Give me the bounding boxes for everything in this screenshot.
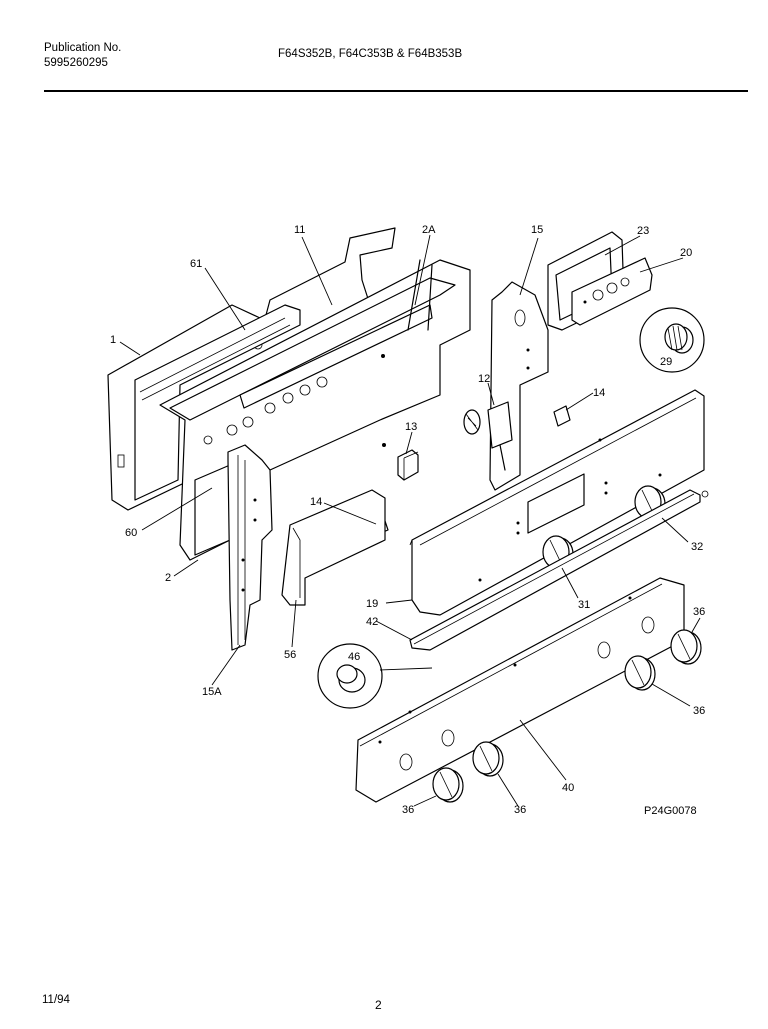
part-burner-knob-a bbox=[432, 767, 464, 803]
callout-46: 46 bbox=[348, 651, 360, 663]
part-harness-12 bbox=[463, 401, 513, 471]
callout-56: 56 bbox=[284, 649, 296, 661]
callout-13: 13 bbox=[405, 421, 417, 433]
callout-42: 42 bbox=[366, 616, 378, 628]
callout-61: 61 bbox=[190, 258, 202, 270]
callout-36-a: 36 bbox=[693, 606, 705, 618]
callout-12: 12 bbox=[478, 373, 490, 385]
diagram-code: P24G0078 bbox=[644, 805, 697, 817]
callout-labels: 1 61 11 2A 15 23 20 29 12 14 13 60 2 14 … bbox=[110, 224, 705, 817]
callout-23: 23 bbox=[637, 225, 649, 237]
publication-label: Publication No. bbox=[44, 42, 122, 54]
callout-14-upper: 14 bbox=[593, 387, 605, 399]
callout-20: 20 bbox=[680, 247, 692, 259]
part-shield-56 bbox=[281, 489, 386, 606]
callout-60: 60 bbox=[125, 527, 137, 539]
callout-19: 19 bbox=[366, 598, 378, 610]
callout-14-lower: 14 bbox=[310, 496, 322, 508]
callout-40: 40 bbox=[562, 782, 574, 794]
callout-32: 32 bbox=[691, 541, 703, 553]
header-rule bbox=[44, 90, 748, 92]
publication-number: 5995260295 bbox=[44, 57, 108, 69]
part-left-bracket bbox=[227, 444, 273, 651]
leader-lines bbox=[119, 234, 701, 807]
page-number: 2 bbox=[375, 998, 382, 1012]
model-numbers: F64S352B, F64C353B & F64B353B bbox=[278, 48, 463, 60]
callout-31: 31 bbox=[578, 599, 590, 611]
part-insulation bbox=[134, 304, 301, 501]
part-burner-knob-d bbox=[670, 629, 702, 665]
callout-2: 2 bbox=[165, 572, 171, 584]
part-burner-knob-c bbox=[624, 655, 656, 691]
part-detail-knob-46 bbox=[317, 643, 383, 709]
callout-29: 29 bbox=[660, 356, 672, 368]
callout-11: 11 bbox=[294, 224, 305, 236]
part-manifold-panel-40 bbox=[355, 577, 685, 803]
part-right-bracket bbox=[489, 281, 549, 491]
part-clip-14-upper bbox=[553, 405, 571, 427]
part-detail-knob-29 bbox=[639, 307, 705, 373]
part-burner-knob-b bbox=[472, 741, 504, 777]
callout-36-d: 36 bbox=[514, 804, 526, 816]
callout-36-b: 36 bbox=[693, 705, 705, 717]
callout-36-c: 36 bbox=[402, 804, 414, 816]
callout-1: 1 bbox=[110, 334, 116, 346]
callout-15: 15 bbox=[531, 224, 543, 236]
part-relay-13 bbox=[397, 449, 419, 481]
callout-15a: 15A bbox=[202, 686, 222, 698]
part-control-panel-19 bbox=[411, 389, 705, 616]
callout-2a: 2A bbox=[422, 224, 436, 236]
footer-date: 11/94 bbox=[42, 994, 70, 1006]
part-clock-timer bbox=[547, 231, 653, 331]
part-trim-42 bbox=[409, 489, 709, 651]
